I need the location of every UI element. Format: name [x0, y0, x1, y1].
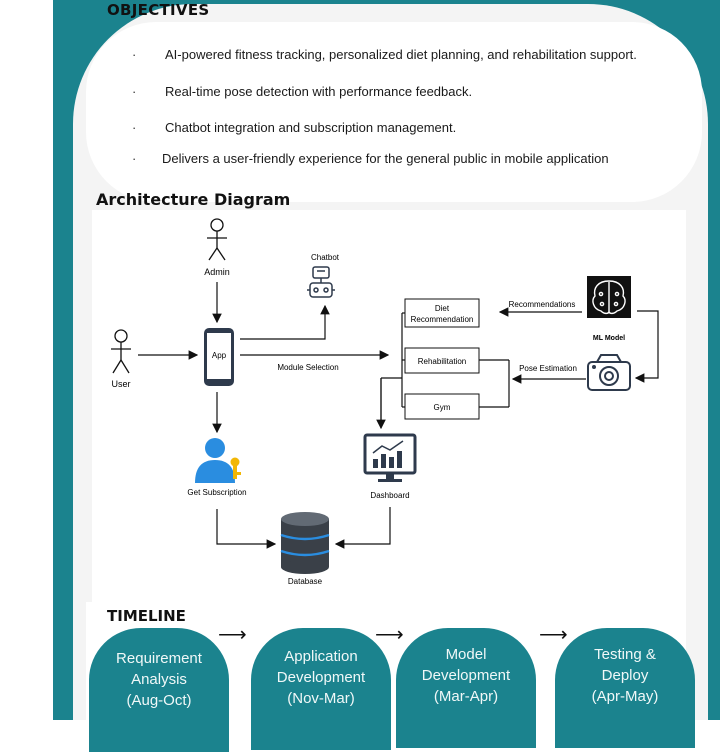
objective-item-4: Delivers a user-friendly experience for …: [162, 151, 609, 166]
dashboard-label: Dashboard: [370, 491, 409, 500]
chatbot-robot-icon: [307, 266, 335, 298]
phase-line1: Requirement: [116, 650, 202, 667]
timeline-phase-model-dev: Model Development (Mar-Apr): [396, 628, 536, 748]
phase-dates: (Aug-Oct): [126, 692, 192, 709]
objective-item-1: AI-powered fitness tracking, personalize…: [165, 47, 637, 62]
objectives-card: [86, 22, 702, 202]
database-cylinder-icon: [280, 512, 330, 574]
modules-left-bracket: [380, 312, 405, 426]
phase-line1: Model: [445, 646, 487, 663]
bullet-dot: ·: [132, 84, 137, 99]
admin-label: Admin: [204, 267, 230, 277]
bullet-dot: ·: [132, 120, 137, 135]
user-label: User: [111, 379, 130, 389]
architecture-title: Architecture Diagram: [96, 190, 291, 209]
module-selection-label: Module Selection: [277, 363, 338, 372]
phase-line2: Development: [421, 667, 511, 684]
rehabilitation-label: Rehabilitation: [418, 357, 466, 366]
ml-model-label: ML Model: [593, 335, 625, 342]
diet-label-line1: Diet: [435, 304, 450, 313]
app-label: App: [212, 351, 227, 360]
admin-actor-icon: [207, 218, 227, 261]
phase-dates: (Mar-Apr): [433, 688, 499, 705]
database-label: Database: [288, 577, 323, 586]
bullet-dot: ·: [132, 47, 137, 62]
app-phone-icon: [204, 328, 234, 386]
phase-line1: Testing &: [594, 646, 656, 663]
architecture-svg: Admin User App Chatbot Module Selection: [111, 218, 659, 586]
chatbot-label: Chatbot: [311, 253, 340, 262]
timeline-arrow-icon: ⟶: [539, 624, 568, 646]
ml-to-camera-arrow: [634, 310, 659, 383]
dashboard-to-database-arrow: [334, 507, 391, 549]
timeline-phase-requirement: Requirement Analysis (Aug-Oct): [89, 628, 229, 752]
phase-dates: (Nov-Mar): [287, 690, 355, 707]
timeline-arrow-icon: ⟶: [218, 624, 247, 646]
phase-line1: Application: [284, 648, 358, 665]
diet-label-line2: Recommendation: [411, 315, 474, 324]
objective-item-3: Chatbot integration and subscription man…: [165, 120, 457, 135]
dashboard-monitor-icon: [363, 433, 417, 482]
recommendations-label: Recommendations: [509, 300, 576, 309]
phase-line2: Development: [276, 669, 366, 686]
architecture-diagram: Admin User App Chatbot Module Selection: [92, 210, 686, 602]
user-actor-icon: [111, 329, 131, 374]
timeline-phase-testing: Testing & Deploy (Apr-May): [555, 628, 695, 748]
bullet-dot: ·: [132, 151, 137, 166]
phase-line2: Analysis: [131, 671, 187, 688]
ml-model-brain-icon: [587, 276, 631, 318]
subscription-label: Get Subscription: [187, 488, 246, 497]
phase-dates: (Apr-May): [591, 688, 659, 705]
timeline-phase-app-dev: Application Development (Nov-Mar): [251, 628, 391, 750]
camera-icon: [587, 354, 631, 391]
phase-line2: Deploy: [601, 667, 649, 684]
gym-label: Gym: [434, 403, 451, 412]
timeline-arrow-icon: ⟶: [375, 624, 404, 646]
objectives-title: OBJECTIVES: [107, 1, 210, 19]
subscription-to-database-arrow: [216, 509, 277, 549]
pose-estimation-label: Pose Estimation: [519, 364, 577, 373]
modules-right-bracket: [479, 359, 510, 408]
app-to-chatbot-arrow: [240, 304, 330, 340]
diet-recommendation-box: [404, 298, 480, 328]
subscription-user-icon: [195, 438, 241, 483]
objective-item-2: Real-time pose detection with performanc…: [165, 84, 473, 99]
timeline-title: TIMELINE: [107, 607, 186, 625]
